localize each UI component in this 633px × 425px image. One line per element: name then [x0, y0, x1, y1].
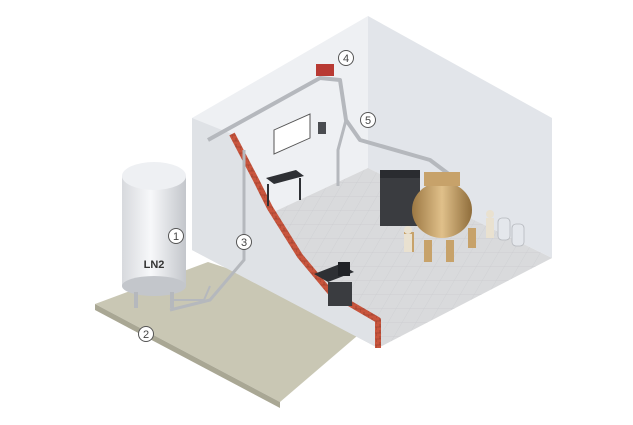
- callout-5: 5: [360, 112, 376, 128]
- computer-monitor: [338, 262, 350, 276]
- room-right-wall: [368, 16, 552, 258]
- brick-cutaway-edge: [229, 132, 381, 348]
- ln2-storage-tank: [122, 162, 211, 308]
- wall-panel: [273, 113, 311, 155]
- desk-cabinet: [328, 282, 352, 306]
- person-left: [404, 226, 412, 252]
- svg-text:1: 1: [173, 231, 179, 243]
- tank-label: LN2: [144, 259, 165, 271]
- transfer-line-branch: [336, 119, 348, 186]
- storage-dewars: [497, 217, 525, 247]
- callout-2: 2: [138, 326, 154, 342]
- cryostat-top: [424, 172, 460, 186]
- svg-text:4: 4: [343, 53, 349, 65]
- callout-4: 4: [338, 50, 354, 66]
- svg-text:5: 5: [365, 115, 371, 127]
- transfer-line-drop: [169, 150, 246, 312]
- svg-text:3: 3: [241, 237, 247, 249]
- phase-separator-unit: [316, 64, 334, 76]
- wall-control-box: [318, 122, 326, 134]
- callout-3: 3: [236, 234, 252, 250]
- svg-text:2: 2: [143, 329, 149, 341]
- work-table: [266, 170, 304, 184]
- cryostat-body: [412, 182, 472, 238]
- person-right: [486, 210, 494, 238]
- room-floor: [192, 168, 552, 348]
- callout-1: 1: [168, 228, 184, 244]
